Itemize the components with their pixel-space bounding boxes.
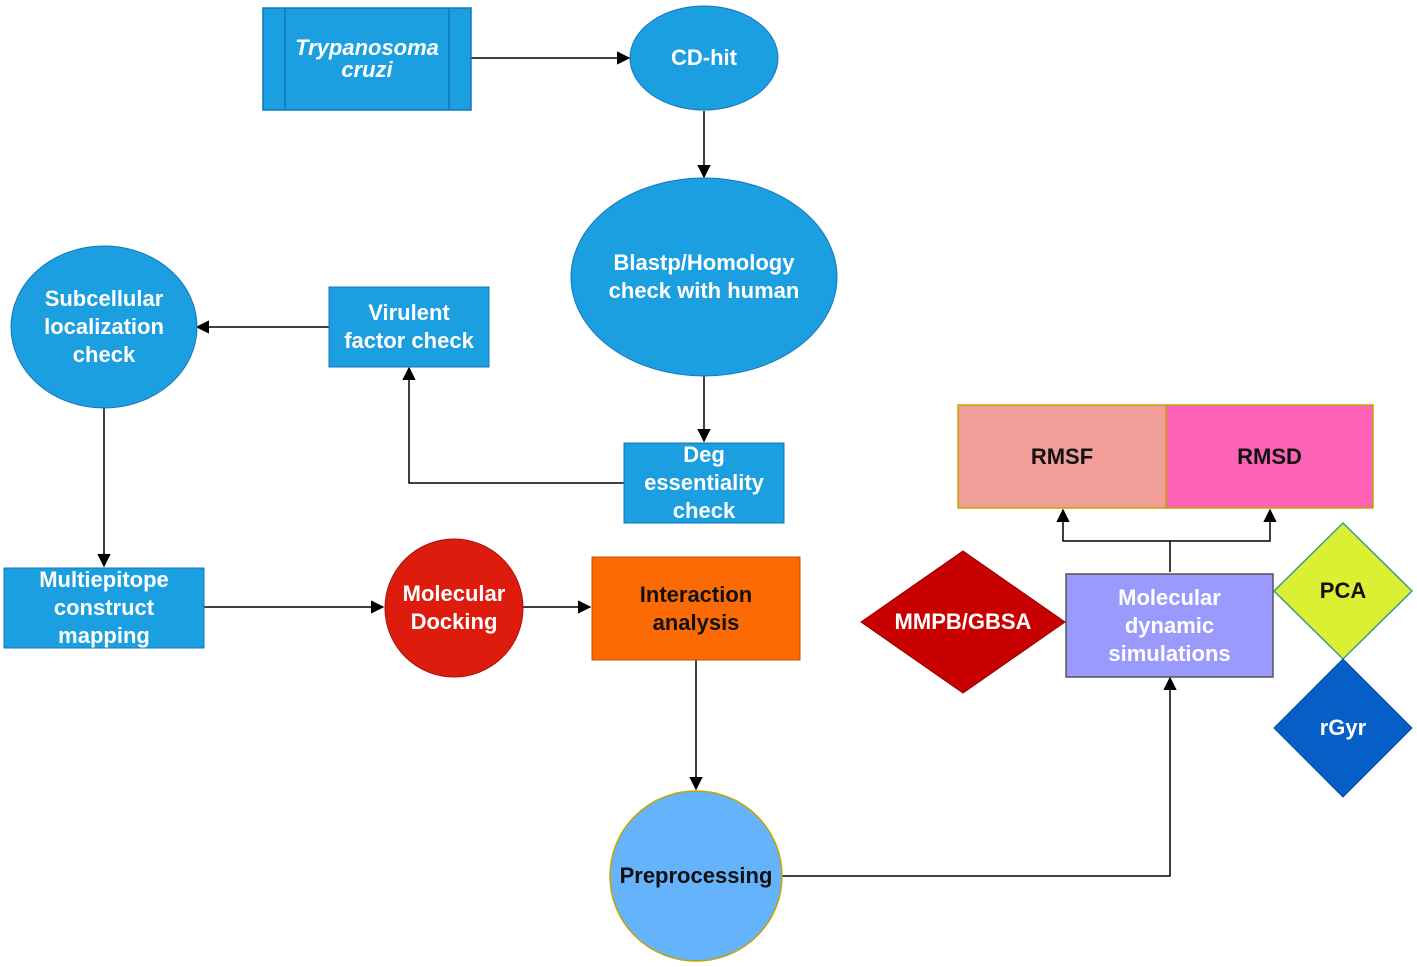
- edge-preprocessing-to-md: [781, 676, 1177, 877]
- edge-md-to-rmsd: [1170, 508, 1277, 542]
- node-interaction: [591, 556, 801, 661]
- node-docking: [384, 538, 524, 678]
- node-blastp: [570, 177, 838, 377]
- node-deg: [623, 442, 785, 524]
- node-cdhit: [629, 5, 779, 111]
- edge-deg-to-virulent: [402, 366, 624, 484]
- node-subcellular: [10, 245, 198, 409]
- node-preprocessing: [609, 790, 783, 962]
- edge-md-to-rmsf: [1056, 508, 1171, 572]
- node-virulent: [328, 286, 490, 368]
- node-rmsf: [957, 404, 1167, 509]
- node-mmpb: [860, 550, 1066, 694]
- node-rmsd: [1165, 404, 1374, 509]
- edges: [97, 51, 1277, 877]
- node-multiepitope: [3, 567, 205, 649]
- node-trypanosoma: [262, 7, 472, 111]
- node-md: [1065, 573, 1274, 678]
- node-rgyr: [1273, 658, 1413, 798]
- node-pca: [1272, 521, 1414, 661]
